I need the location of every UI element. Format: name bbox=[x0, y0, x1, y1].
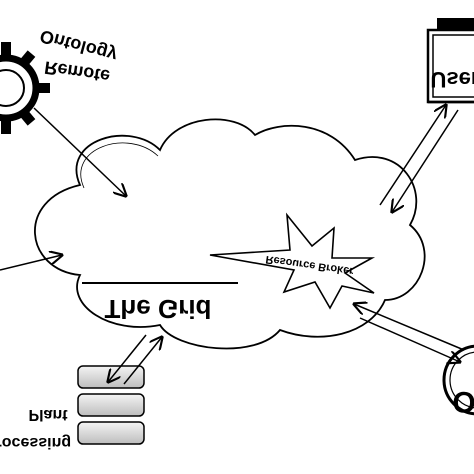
plant-label: Plant bbox=[28, 406, 68, 423]
user-label: User bbox=[431, 67, 474, 92]
partial-circle-label: O bbox=[452, 385, 474, 418]
arrow-circle-to-broker bbox=[354, 304, 465, 351]
arrow-broker-to-circle bbox=[359, 317, 460, 362]
grid-label: The Grid bbox=[105, 294, 212, 324]
star-burst-icon bbox=[209, 212, 376, 310]
arrow-left-to-grid bbox=[0, 255, 62, 271]
cloud-inner-shade bbox=[80, 142, 159, 189]
processing-label: Processing bbox=[0, 434, 71, 451]
arrow-plant-to-grid bbox=[123, 337, 162, 385]
storage-disk bbox=[77, 393, 145, 417]
storage-disk bbox=[77, 421, 145, 445]
arrow-grid-to-plant bbox=[108, 334, 147, 382]
arrow-remote-to-grid bbox=[33, 107, 126, 196]
grid-cloud bbox=[34, 118, 426, 350]
gear-icon bbox=[0, 42, 50, 134]
arrow-grid-to-user bbox=[379, 105, 446, 206]
monitor-icon bbox=[426, 18, 474, 104]
storage-disk bbox=[77, 365, 145, 389]
arrow-user-to-grid bbox=[392, 109, 459, 212]
